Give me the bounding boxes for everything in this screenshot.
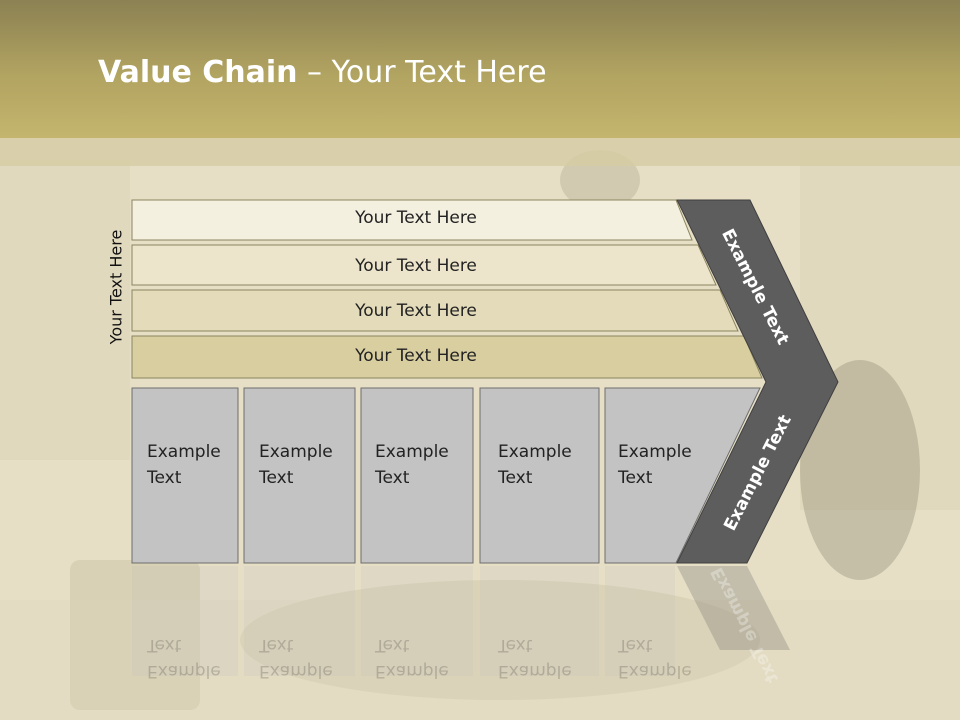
row-bar-3 xyxy=(131,289,739,332)
row-label-3: Your Text Here xyxy=(355,301,477,321)
cell-reflection-1: Example Text xyxy=(147,635,221,681)
cell-label-1: Example Text xyxy=(147,442,221,488)
row-label-1: Your Text Here xyxy=(355,208,477,228)
cell-label-2: Example Text xyxy=(259,442,333,488)
cell-reflection-4: Example Text xyxy=(498,635,572,681)
cell-label-5: Example Text xyxy=(618,442,692,488)
title-bold: Value Chain xyxy=(98,55,298,90)
row-label-4: Your Text Here xyxy=(355,346,477,366)
row-bar-2 xyxy=(131,244,717,286)
cell-label-3: Example Text xyxy=(375,442,449,488)
cell-box-2 xyxy=(243,387,356,564)
cell-reflection-3: Example Text xyxy=(375,635,449,681)
title-rest: – Your Text Here xyxy=(297,55,547,90)
cell-label-4: Example Text xyxy=(498,442,572,488)
cell-box-1 xyxy=(131,387,239,564)
row-bar-4 xyxy=(131,335,763,379)
cell-box-4 xyxy=(479,387,600,564)
slide-title: Value Chain – Your Text Here xyxy=(98,55,547,90)
title-bar xyxy=(0,0,960,138)
cell-reflection-5: Example Text xyxy=(618,635,692,681)
row-label-2: Your Text Here xyxy=(355,256,477,276)
cell-box-5 xyxy=(604,387,761,564)
row-bar-1 xyxy=(131,199,693,241)
chevron-arrow xyxy=(676,199,839,564)
cell-box-3 xyxy=(360,387,474,564)
cell-reflection-2: Example Text xyxy=(259,635,333,681)
chevron-reflection xyxy=(677,566,790,650)
title-band xyxy=(0,138,960,166)
